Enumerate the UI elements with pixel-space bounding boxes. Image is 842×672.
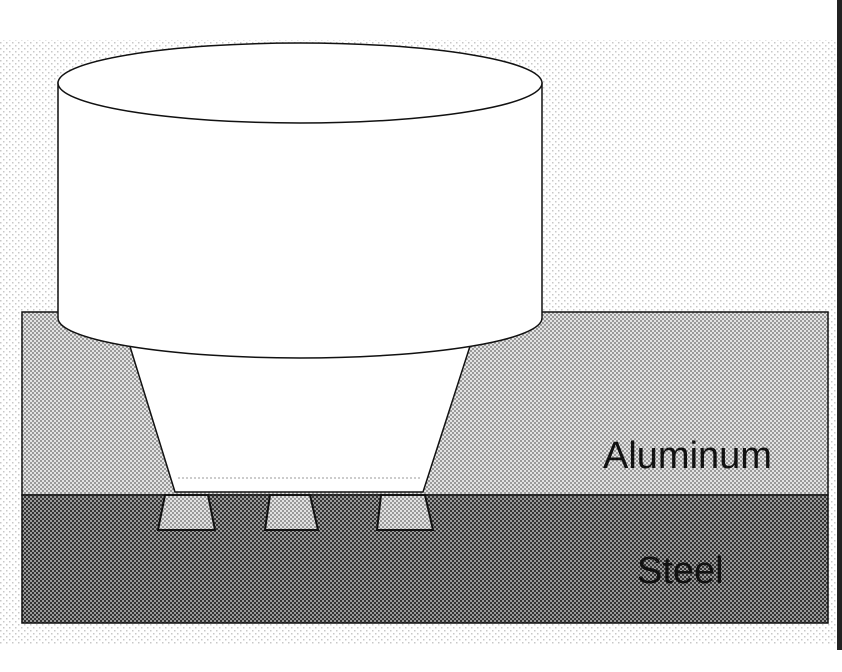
right-border-line — [837, 0, 842, 650]
weld-pin — [263, 494, 320, 531]
tool-shoulder-cylinder — [57, 42, 543, 359]
aluminum-label: Aluminum — [603, 435, 772, 477]
steel-label: Steel — [637, 550, 724, 592]
tool-probe-frustum — [126, 339, 474, 493]
weld-pins — [156, 494, 435, 531]
weld-pin — [156, 494, 217, 531]
weld-pin — [375, 494, 435, 531]
